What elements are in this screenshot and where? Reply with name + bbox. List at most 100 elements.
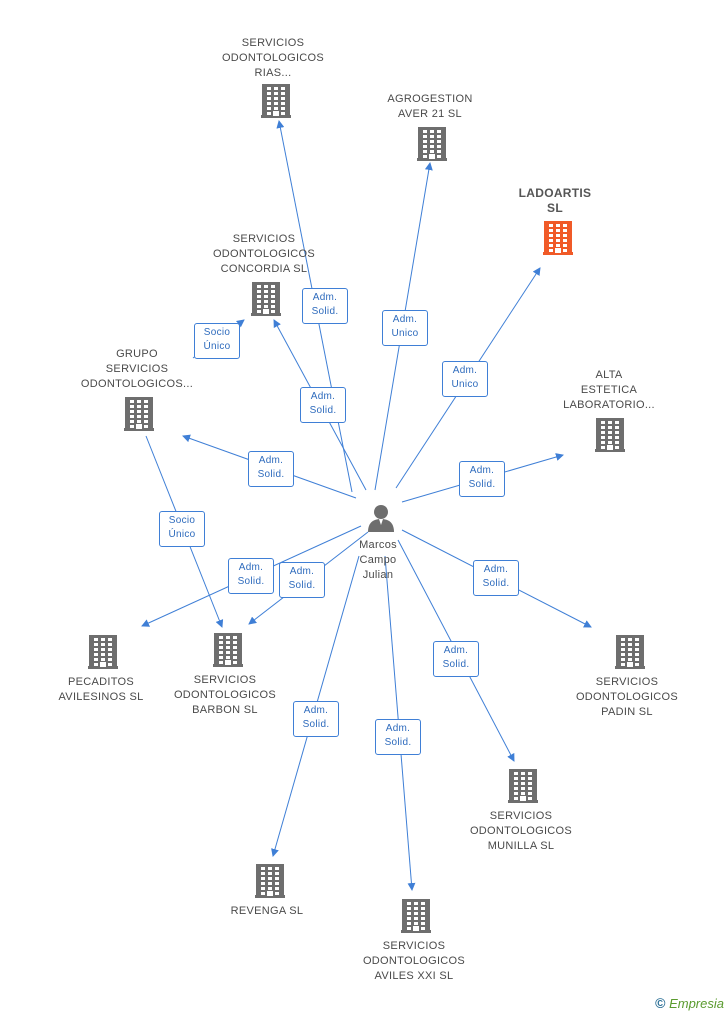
company-name-rias[interactable]: SERVICIOS ODONTOLOGICOS RIAS... xyxy=(193,36,353,81)
person-icon[interactable] xyxy=(366,503,396,538)
name-line: ODONTOLOGICOS xyxy=(575,691,679,703)
name-line: AGROGESTION xyxy=(387,93,473,105)
building-icon[interactable] xyxy=(401,899,431,938)
building-icon[interactable] xyxy=(417,127,447,166)
name-line: GRUPO xyxy=(116,348,158,360)
name-line: SERVICIOS xyxy=(489,810,553,822)
edge-label-center-grupo[interactable]: Adm. Solid. xyxy=(248,451,294,487)
edge-label-line: Único xyxy=(203,341,231,352)
edge-label-line: Solid. xyxy=(384,737,412,748)
edge-label-line: Adm. xyxy=(312,292,338,303)
name-line: ODONTOLOGICOS... xyxy=(80,378,194,390)
building-icon[interactable] xyxy=(615,635,645,674)
name-line: LABORATORIO... xyxy=(563,399,655,411)
edge-label-center-agrogestion[interactable]: Adm. Unico xyxy=(382,310,428,346)
building-icon[interactable] xyxy=(261,84,291,123)
name-line: AVER 21 SL xyxy=(398,108,462,120)
building-icon[interactable] xyxy=(88,635,118,674)
edge-label-center-aviles[interactable]: Adm. Solid. xyxy=(375,719,421,755)
edge-label-line: Socio xyxy=(203,327,231,338)
edge-label-line: Único xyxy=(168,529,196,540)
edge-label-line: Socio xyxy=(168,515,196,526)
edge-label-center-ladoartis[interactable]: Adm.Unico xyxy=(442,361,488,397)
edge-label-center-padin[interactable]: Adm. Solid. xyxy=(473,560,519,596)
name-line: PECADITOS xyxy=(67,676,135,688)
edge-label-center-revenga[interactable]: Adm. Solid. xyxy=(293,701,339,737)
name-line: SERVICIOS xyxy=(382,940,446,952)
name-line: SERVICIOS xyxy=(241,37,305,49)
name-line: SERVICIOS xyxy=(595,676,659,688)
name-line: SERVICIOS xyxy=(232,233,296,245)
edge-label-line: Solid. xyxy=(309,405,337,416)
company-name-pecaditos[interactable]: PECADITOS AVILESINOS SL xyxy=(21,675,181,705)
edge-label-line: Solid. xyxy=(237,576,265,587)
name-line: Campo xyxy=(359,554,397,566)
edge-label-line: Adm. xyxy=(469,465,495,476)
footer-brand: © Empresia xyxy=(655,995,724,1011)
edge-label-line: Solid. xyxy=(302,719,330,730)
name-line: Marcos xyxy=(359,539,397,551)
edge-label-line: Adm. xyxy=(238,562,264,573)
edge-label-line: Adm. xyxy=(483,564,509,575)
name-line: ALTA xyxy=(595,369,623,381)
building-icon[interactable] xyxy=(508,769,538,808)
edge-label-line: Solid. xyxy=(257,469,285,480)
company-name-aviles[interactable]: SERVICIOS ODONTOLOGICOS AVILES XXI SL xyxy=(334,939,494,984)
edge-label-center-rias[interactable]: Adm. Solid. xyxy=(302,288,348,324)
name-line: REVENGA SL xyxy=(230,905,304,917)
edge-label-center-concordia[interactable]: Adm. Solid. xyxy=(300,387,346,423)
company-name-padin[interactable]: SERVICIOS ODONTOLOGICOS PADIN SL xyxy=(547,675,707,720)
edge-label-center-munilla[interactable]: Adm. Solid. xyxy=(433,641,479,677)
edge-label-line: Adm. xyxy=(310,391,336,402)
edge-label-line: Solid. xyxy=(482,578,510,589)
edge-label-line: Unico xyxy=(391,328,419,339)
building-icon[interactable] xyxy=(543,221,573,260)
edge-label-line: Solid. xyxy=(442,659,470,670)
name-line: RIAS... xyxy=(254,67,292,79)
building-icon[interactable] xyxy=(595,418,625,457)
company-name-agrogestion[interactable]: AGROGESTION AVER 21 SL xyxy=(350,92,510,122)
company-name-barbon[interactable]: SERVICIOS ODONTOLOGICOS BARBON SL xyxy=(145,673,305,718)
name-line: BARBON SL xyxy=(192,704,258,716)
edge-label-line: Solid. xyxy=(311,306,339,317)
name-line: ODONTOLOGICOS xyxy=(469,825,573,837)
edge-label-line: Adm. xyxy=(443,645,469,656)
name-line: AVILESINOS SL xyxy=(58,691,144,703)
building-icon[interactable] xyxy=(251,282,281,321)
building-icon[interactable] xyxy=(213,633,243,672)
name-line: ODONTOLOGICOS xyxy=(221,52,325,64)
name-line: LADOARTIS xyxy=(518,186,592,200)
building-icon[interactable] xyxy=(124,397,154,436)
company-name-alta[interactable]: ALTA ESTETICA LABORATORIO... xyxy=(529,368,689,413)
edge-label-line: Unico xyxy=(451,379,479,390)
edge-label-line: Solid. xyxy=(288,580,316,591)
edge-label-center-pecaditos[interactable]: Adm. Solid. xyxy=(228,558,274,594)
name-line: ODONTOLOGICOS xyxy=(362,955,466,967)
company-name-revenga[interactable]: REVENGA SL xyxy=(187,904,347,919)
edge-label-line: Adm. xyxy=(258,455,284,466)
edge-label-line: Adm. xyxy=(392,314,418,325)
name-line: MUNILLA SL xyxy=(487,840,555,852)
edge-label-center-barbon[interactable]: Adm. Solid. xyxy=(279,562,325,598)
edge-label-line: Adm. xyxy=(289,566,315,577)
building-icon[interactable] xyxy=(255,864,285,903)
name-line: SERVICIOS xyxy=(193,674,257,686)
name-line: ODONTOLOGICOS xyxy=(173,689,277,701)
brand-name[interactable]: Empresia xyxy=(669,996,724,1011)
edge-label-line: Adm. xyxy=(303,705,329,716)
name-line: PADIN SL xyxy=(601,706,653,718)
edge-label-center-alta[interactable]: Adm. Solid. xyxy=(459,461,505,497)
name-line: AVILES XXI SL xyxy=(374,970,454,982)
name-line: ESTETICA xyxy=(580,384,638,396)
name-line: SL xyxy=(547,201,563,215)
edge-label-line: Solid. xyxy=(468,479,496,490)
company-name-munilla[interactable]: SERVICIOS ODONTOLOGICOS MUNILLA SL xyxy=(441,809,601,854)
edge-label-line: Adm. xyxy=(385,723,411,734)
